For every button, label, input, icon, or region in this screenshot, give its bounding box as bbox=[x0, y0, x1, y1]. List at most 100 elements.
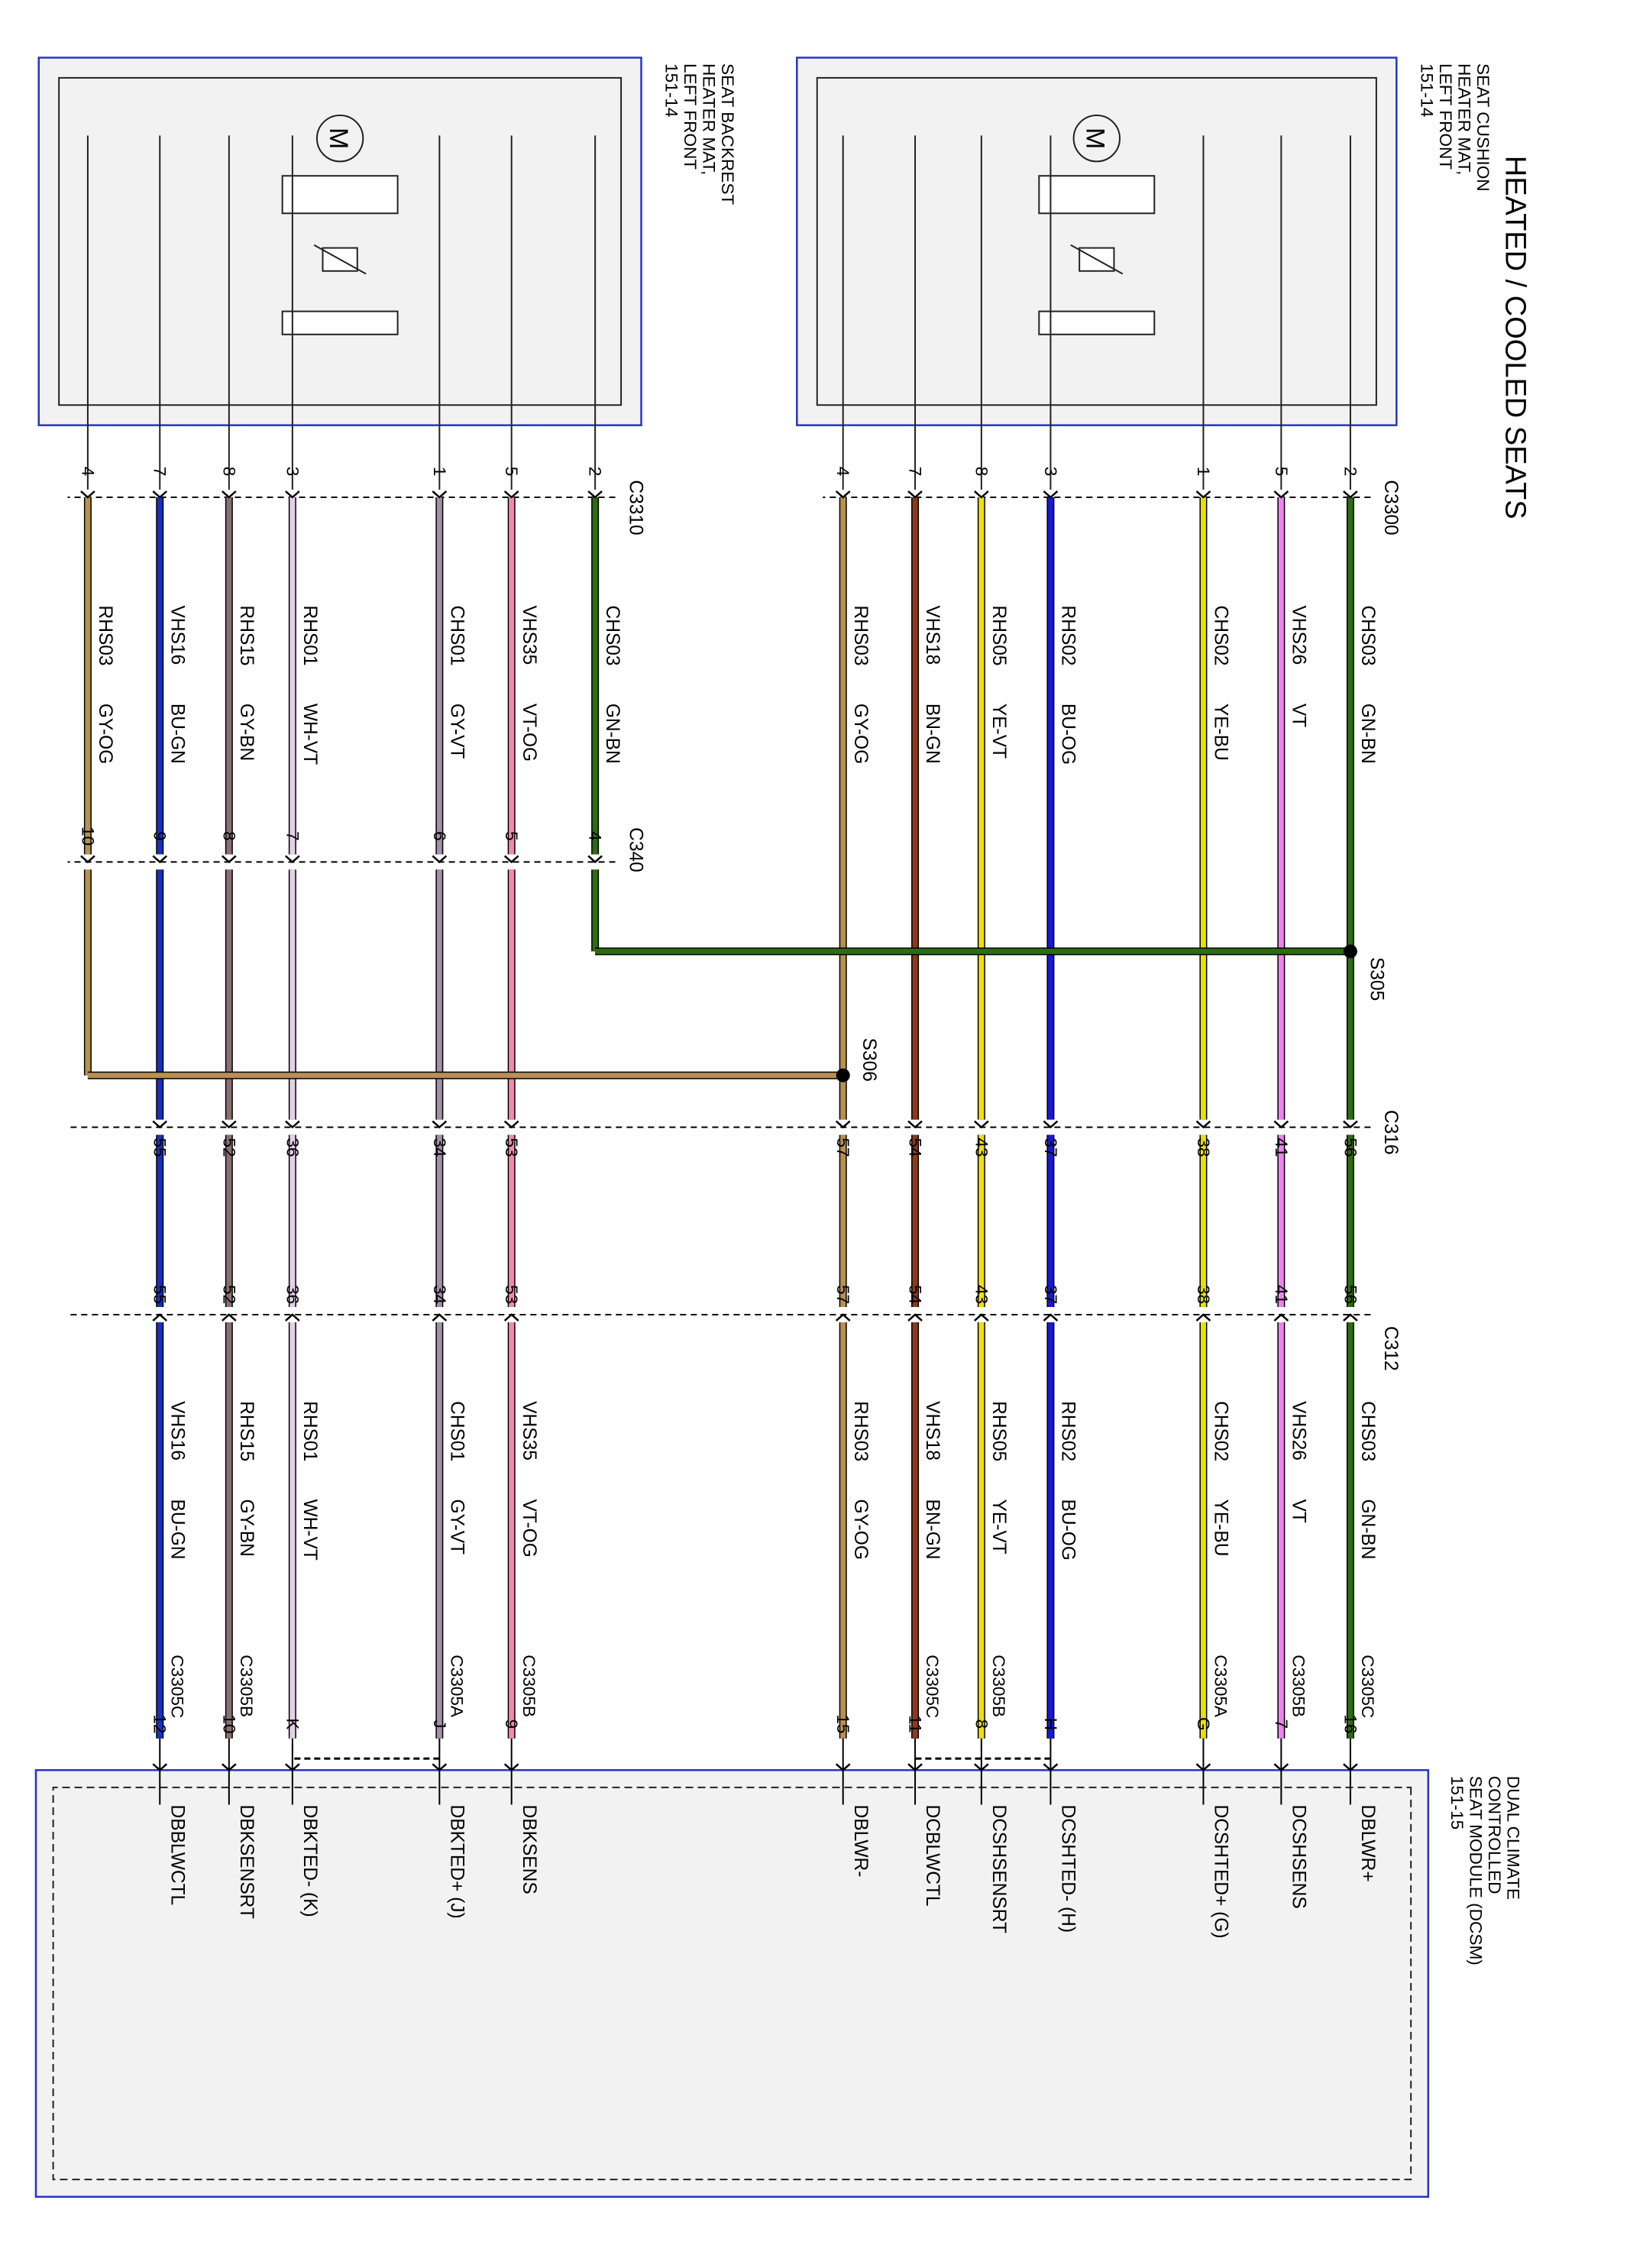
pin-icon bbox=[1195, 490, 1211, 499]
pin-number: 52 bbox=[219, 1285, 238, 1304]
pin-icon bbox=[1343, 490, 1358, 499]
pin-number: 7 bbox=[150, 467, 170, 477]
pin-icon bbox=[503, 490, 519, 499]
pin-icon bbox=[285, 855, 300, 864]
backrest-module-label-line: 151-14 bbox=[662, 63, 681, 117]
cushion-heater-mat-outer bbox=[796, 57, 1398, 426]
pin-icon bbox=[152, 1763, 168, 1771]
pin-number: 10 bbox=[219, 1714, 238, 1733]
backrest-module-label-line: SEAT BACKREST bbox=[718, 63, 737, 205]
color-label: BN-GN bbox=[922, 704, 943, 764]
thermistor-arrow bbox=[1070, 244, 1124, 275]
pin-number: 53 bbox=[502, 1285, 521, 1304]
dcsm-pin-function: DCSHSENS bbox=[1288, 1805, 1308, 1909]
dcsm-module-label-line: 151-15 bbox=[1447, 1776, 1467, 1830]
pin-number: 54 bbox=[906, 1137, 925, 1157]
splice-s306 bbox=[836, 1068, 850, 1082]
pin-number: 56 bbox=[1341, 1137, 1360, 1157]
pin-icon bbox=[152, 1313, 168, 1322]
pin-number: 38 bbox=[1194, 1137, 1213, 1157]
cushion-inner bbox=[816, 76, 1377, 406]
pin-number: 56 bbox=[1341, 1285, 1360, 1304]
connector-label: C3305C bbox=[923, 1655, 942, 1718]
pin-icon bbox=[152, 490, 168, 499]
color-label: BU-OG bbox=[1058, 1499, 1079, 1560]
pin-icon bbox=[1273, 1120, 1289, 1129]
pin-number: 53 bbox=[502, 1137, 521, 1157]
pin-icon bbox=[1195, 1313, 1211, 1322]
connector-c3310-label: C3310 bbox=[625, 480, 645, 535]
color-label: WH-VT bbox=[299, 704, 320, 765]
dcsm-pin-function: DBKSENSRT bbox=[236, 1805, 257, 1919]
pin-number: 5 bbox=[1272, 467, 1291, 477]
color-label: YE-BU bbox=[1211, 1499, 1231, 1556]
pin-number: 12 bbox=[150, 1714, 170, 1733]
page-title: HEATED / COOLED SEATS bbox=[1499, 156, 1531, 519]
pin-number: 4 bbox=[78, 467, 97, 477]
dcsm-pin-function: DBLWR+ bbox=[1357, 1805, 1378, 1882]
circuit-label: RHS05 bbox=[988, 1401, 1009, 1461]
pin-number: 9 bbox=[150, 831, 170, 841]
connector-c312-label: C312 bbox=[1380, 1326, 1401, 1371]
pin-icon bbox=[835, 1763, 851, 1771]
circuit-label: RHS02 bbox=[1058, 606, 1079, 666]
connector-c316-label: C316 bbox=[1380, 1110, 1401, 1155]
pin-number: 41 bbox=[1272, 1285, 1291, 1304]
circuit-label: VHS16 bbox=[167, 1401, 187, 1461]
circuit-label: CHS02 bbox=[1211, 606, 1231, 666]
pin-number: 1 bbox=[1194, 467, 1213, 477]
pin-icon bbox=[285, 1763, 300, 1771]
circuit-label: RHS01 bbox=[299, 1401, 320, 1461]
backrest-inner bbox=[58, 76, 623, 406]
color-label: WH-VT bbox=[299, 1499, 320, 1560]
pin-number: 4 bbox=[586, 831, 605, 841]
pin-number: 5 bbox=[502, 831, 521, 841]
color-label: GY-OG bbox=[850, 1499, 871, 1559]
pin-icon bbox=[432, 855, 448, 864]
motor-label: M bbox=[1081, 128, 1110, 149]
pin-icon bbox=[1273, 490, 1289, 499]
pin-icon bbox=[1043, 490, 1059, 499]
splice-s305-label: S305 bbox=[1366, 957, 1386, 1001]
connector-label: C3305B bbox=[519, 1655, 538, 1717]
circuit-label: CHS01 bbox=[446, 606, 467, 666]
pin-icon bbox=[503, 1120, 519, 1129]
circuit-label: VHS18 bbox=[922, 1401, 943, 1461]
thermistor-arrow bbox=[313, 244, 367, 275]
pin-number: 52 bbox=[219, 1137, 238, 1157]
color-label: BU-GN bbox=[167, 704, 187, 764]
pin-icon bbox=[907, 1763, 923, 1771]
pin-number: 54 bbox=[906, 1285, 925, 1304]
pin-icon bbox=[1273, 1313, 1289, 1322]
circuit-label: VHS26 bbox=[1288, 1401, 1308, 1461]
pin-icon bbox=[907, 1120, 923, 1129]
pin-number: 6 bbox=[430, 831, 449, 841]
pin-number: 37 bbox=[1041, 1137, 1060, 1157]
circuit-label: RHS01 bbox=[299, 606, 320, 666]
pin-icon bbox=[285, 490, 300, 499]
fan-icon bbox=[1038, 175, 1156, 215]
pin-number: 36 bbox=[283, 1285, 302, 1304]
pin-number: 7 bbox=[1272, 1720, 1291, 1729]
pin-number: 8 bbox=[972, 467, 991, 477]
circuit-label: CHS03 bbox=[1357, 1401, 1378, 1461]
dcsm-pin-function: DCSHTED+ (G) bbox=[1211, 1805, 1231, 1939]
color-label: VT bbox=[1288, 704, 1308, 727]
pin-icon bbox=[1343, 1763, 1358, 1771]
connector-label: C3305C bbox=[167, 1655, 186, 1718]
circuit-label: CHS01 bbox=[446, 1401, 467, 1461]
fan-icon bbox=[281, 175, 399, 215]
pin-icon bbox=[907, 1313, 923, 1322]
pin-number: 2 bbox=[1341, 467, 1360, 477]
circuit-label: VHS35 bbox=[519, 1401, 539, 1461]
motor-icon bbox=[1072, 114, 1121, 163]
pin-number: 36 bbox=[283, 1137, 302, 1157]
connector-label: C3305C bbox=[1358, 1655, 1377, 1718]
color-label: YE-VT bbox=[988, 704, 1009, 759]
pin-number: 7 bbox=[283, 831, 302, 841]
pin-number: 15 bbox=[833, 1714, 852, 1733]
pin-icon bbox=[152, 1120, 168, 1129]
pin-icon bbox=[432, 490, 448, 499]
pin-icon bbox=[1043, 1313, 1059, 1322]
pin-icon bbox=[80, 855, 95, 864]
